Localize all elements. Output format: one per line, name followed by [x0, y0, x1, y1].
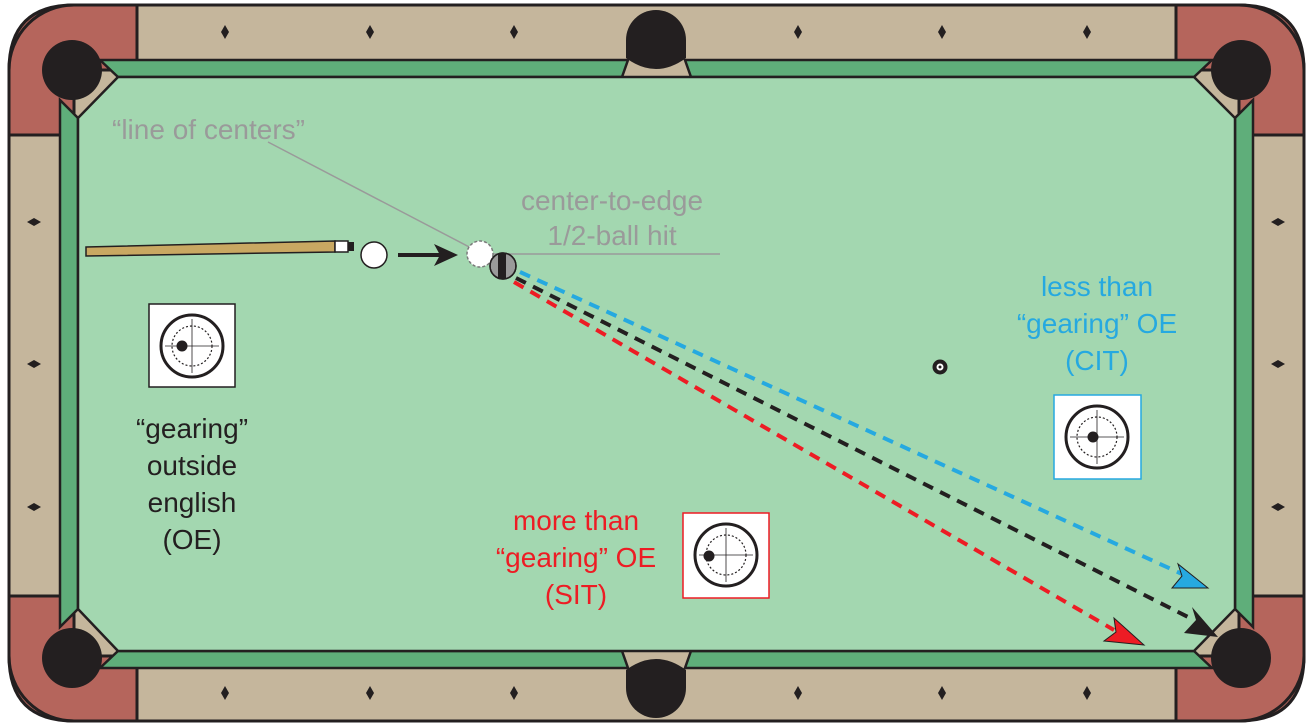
center-to-edge-label-line1: center-to-edge — [521, 185, 703, 216]
more-than-label-line1: more than — [513, 505, 639, 536]
object-ball-icon — [490, 253, 516, 279]
pocket-icon — [42, 40, 102, 100]
cue-ball-icon — [361, 242, 387, 268]
cushion-bottom-left — [100, 651, 628, 668]
pocket-icon — [1211, 628, 1271, 688]
cushion-top-right — [685, 60, 1212, 77]
cue-tip-target-icon — [1054, 395, 1141, 479]
less-than-label-line1: less than — [1041, 271, 1153, 302]
less-than-label-line2: “gearing” OE — [1017, 308, 1177, 339]
cushion-right — [1235, 100, 1253, 627]
ghost-ball-icon — [467, 241, 493, 267]
gearing-label-line1: “gearing” — [136, 413, 248, 444]
gearing-label-line4: (OE) — [162, 524, 221, 555]
pocket-icon — [42, 628, 102, 688]
gearing-label-line2: outside — [147, 450, 237, 481]
more-than-label-line3: (SIT) — [545, 579, 607, 610]
center-to-edge-label-line2: 1/2-ball hit — [547, 220, 676, 251]
pocket-icon — [1211, 40, 1271, 100]
cushion-bottom-right — [685, 651, 1212, 668]
cue-tip-target-icon — [683, 513, 769, 598]
pocket-icon — [626, 10, 686, 69]
pocket-icon — [626, 659, 686, 718]
less-than-label-line3: (CIT) — [1065, 345, 1129, 376]
cue-tip-target-icon — [149, 304, 235, 387]
cushion-left — [60, 100, 78, 627]
eight-ball-icon — [933, 360, 948, 375]
cushion-top-left — [100, 60, 628, 77]
gearing-label-line3: english — [148, 487, 237, 518]
more-than-label-line2: “gearing” OE — [496, 542, 656, 573]
line-of-centers-label: “line of centers” — [112, 114, 305, 145]
felt — [78, 77, 1235, 651]
